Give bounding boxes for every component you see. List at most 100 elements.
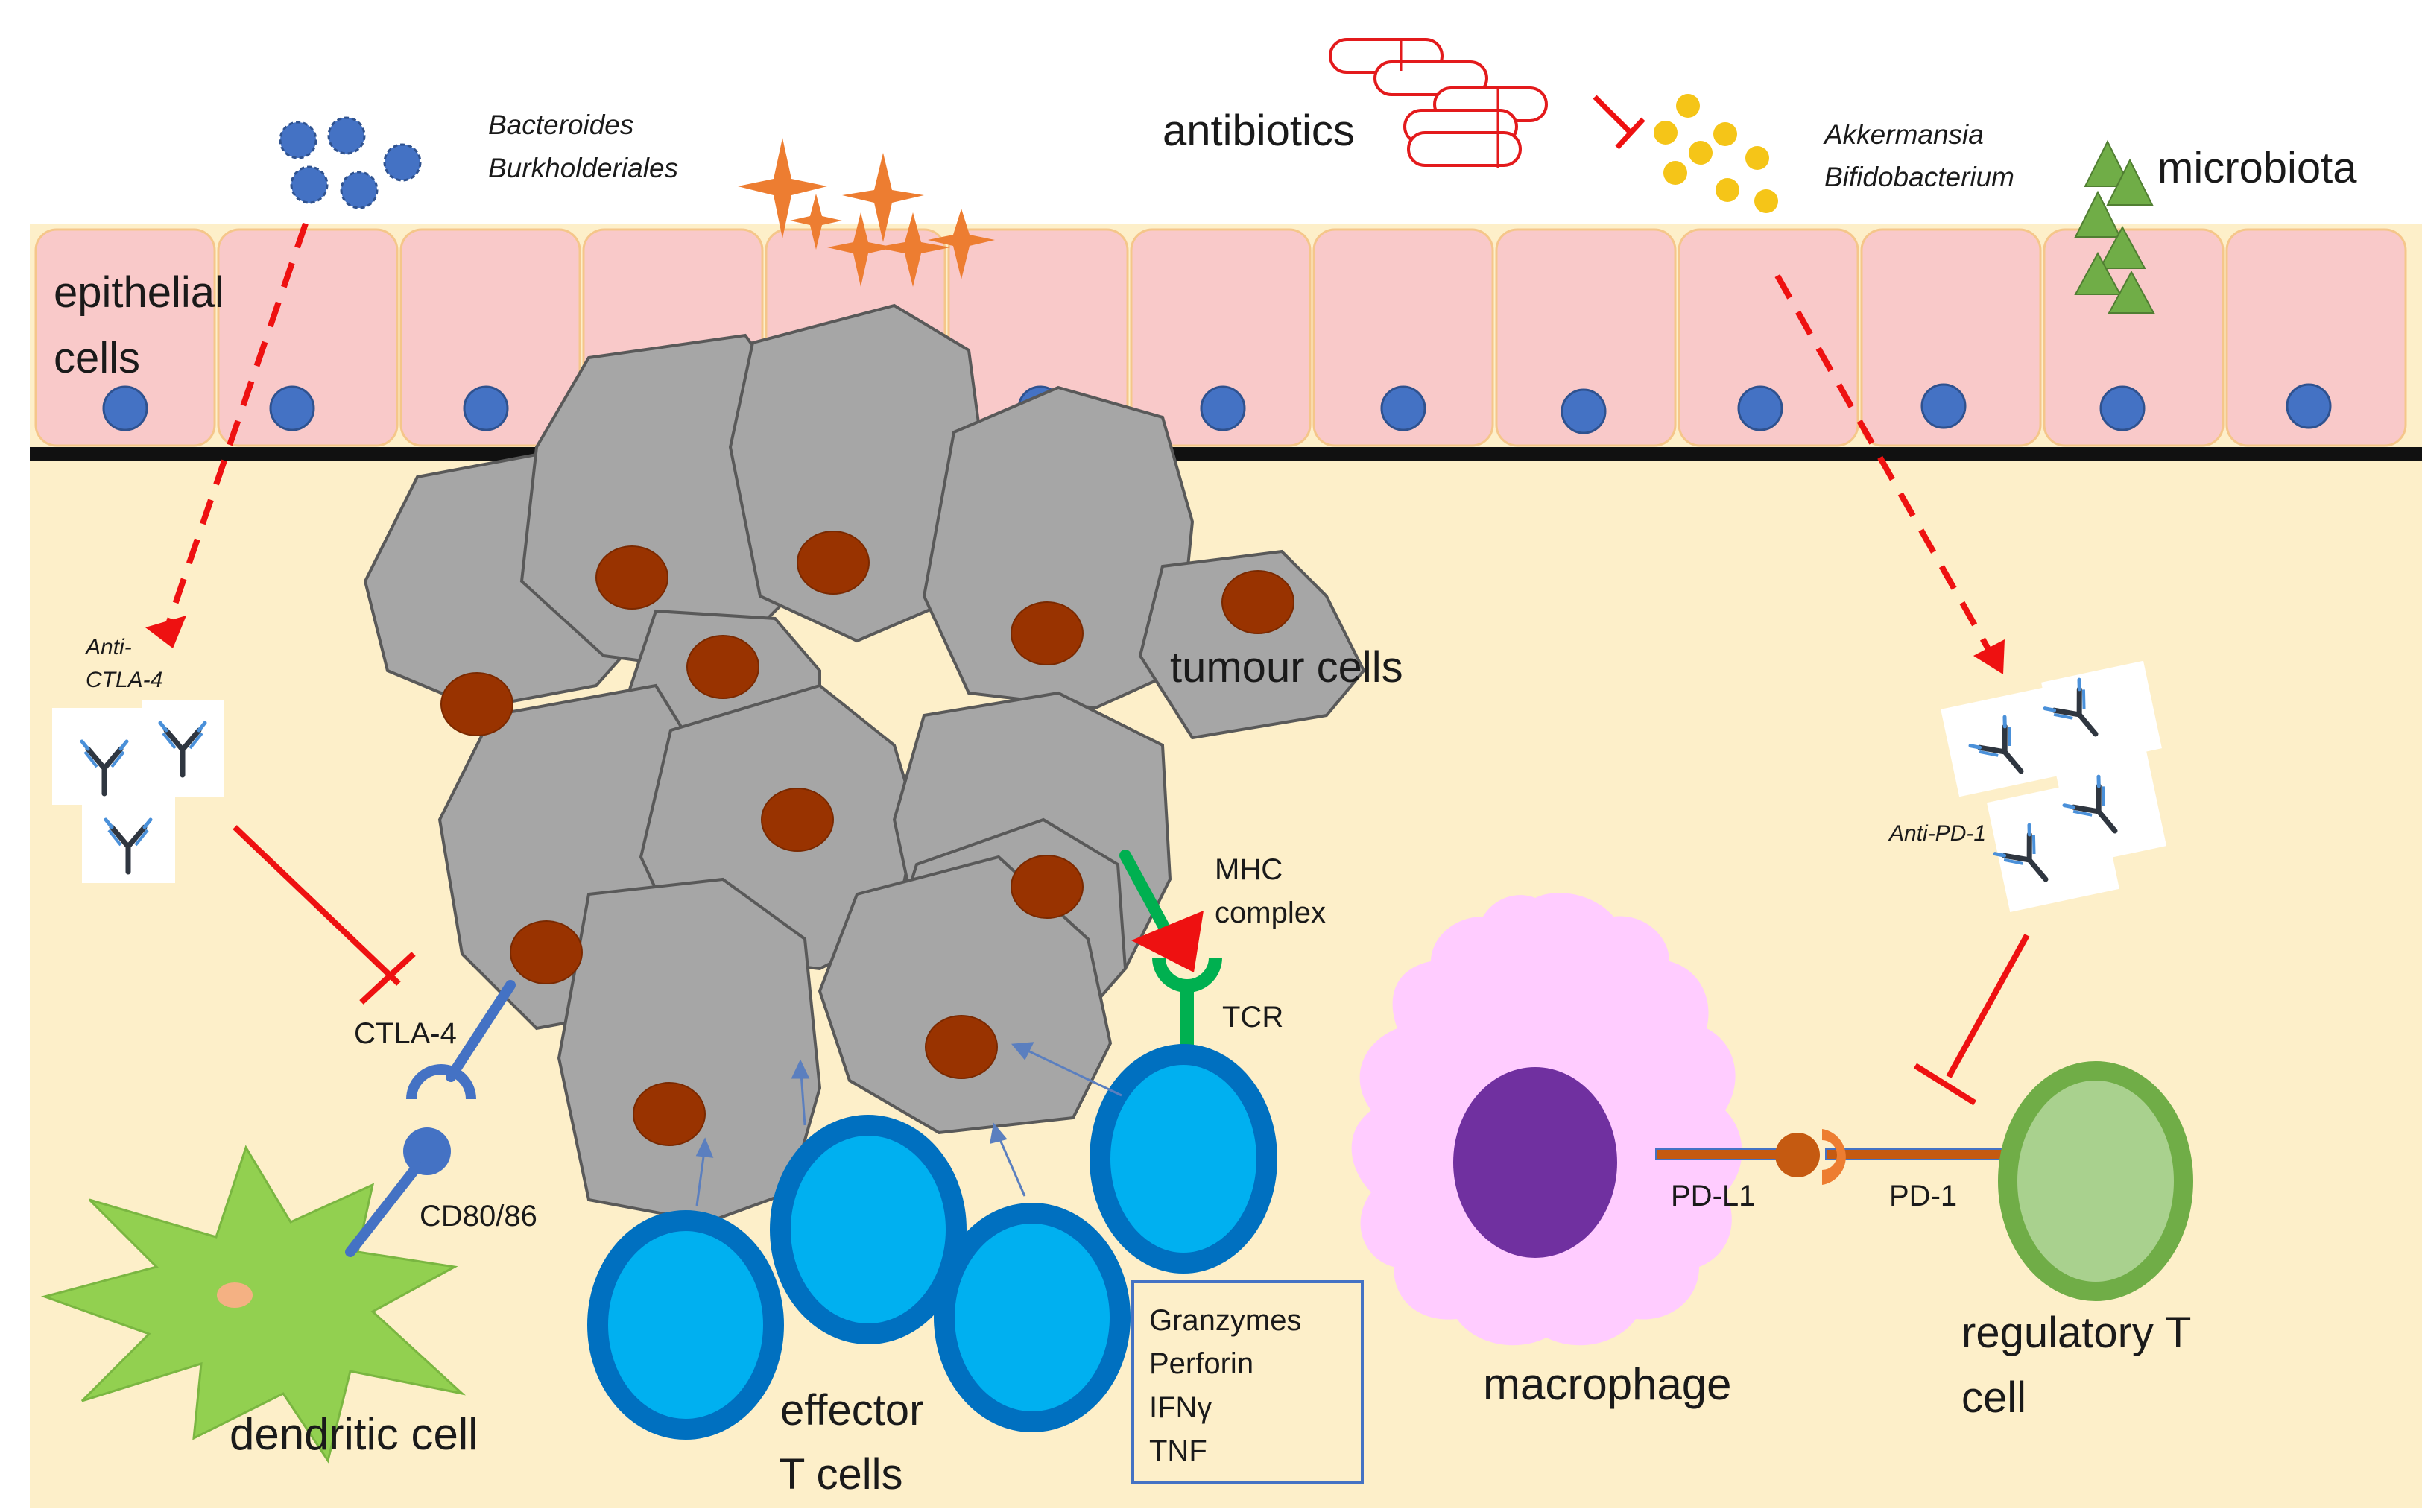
epithelial-cells-label-line2: cells <box>54 334 140 382</box>
epithelial-nucleus <box>102 385 148 431</box>
epithelial-nucleus <box>1737 385 1783 431</box>
dendritic-nucleus <box>217 1282 253 1308</box>
anti-pd1-antibodies <box>1941 660 2167 912</box>
mhc-triangle <box>1131 911 1204 972</box>
tumour-nucleus <box>761 788 834 852</box>
ctla4-inhibition-line <box>233 825 401 986</box>
yellow-dot <box>1713 122 1737 146</box>
cytotoxic-arrowhead <box>695 1137 714 1158</box>
green-triangle <box>2106 158 2154 206</box>
orange-star <box>842 153 924 242</box>
bacteroides-cell <box>340 171 379 209</box>
bacteroides-cell <box>290 165 329 204</box>
pd-1-stalk <box>1825 1148 2009 1160</box>
orange-star <box>928 209 995 279</box>
epithelial-nucleus <box>2286 383 2332 429</box>
tumour-nucleus <box>797 531 870 595</box>
epithelial-nucleus <box>269 385 315 431</box>
tcr-label: TCR <box>1222 1001 1283 1034</box>
cytokine-tnf: TNF <box>1149 1434 1207 1467</box>
tumour-cell <box>1138 549 1366 740</box>
tumour-nucleus <box>633 1082 706 1146</box>
orange-star <box>827 212 894 287</box>
yellow-dot <box>1676 94 1700 118</box>
t-cell <box>1090 1044 1277 1274</box>
regulatory-t-cell-label-line1: regulatory T <box>1961 1309 2191 1357</box>
microbiota-label: microbiota <box>2157 144 2357 192</box>
epithelial-cell <box>1130 228 1312 447</box>
epithelial-cell <box>34 228 216 447</box>
dashed-arrow-right <box>1774 274 1994 656</box>
antibiotics-pills <box>1329 38 1548 168</box>
dashed-arrow-left-head <box>145 616 186 648</box>
ctla4-inhibition-bar <box>359 952 416 1005</box>
tcr-cup <box>1152 957 1222 993</box>
green-triangle <box>2084 139 2131 187</box>
cytotoxic-arrows <box>695 1042 1122 1206</box>
tumour-nucleus <box>440 672 513 736</box>
bacteroides-label: Bacteroides <box>488 110 633 140</box>
epithelial-nucleus <box>2099 385 2146 431</box>
tumour-nucleus <box>1011 601 1084 665</box>
antibiotics-inhibition-bar <box>1615 117 1645 150</box>
mhc-stalk <box>1119 850 1174 941</box>
epithelial-cell <box>1495 228 1677 447</box>
bacteroides-blobs <box>279 116 422 209</box>
t-cell <box>934 1203 1131 1432</box>
cytokine-box <box>1131 1280 1364 1484</box>
cytotoxic-arrowhead <box>791 1059 810 1079</box>
pd-1-label: PD-1 <box>1889 1180 1957 1212</box>
akkermansia-dots <box>1654 94 1778 213</box>
dendritic-cell-label: dendritic cell <box>230 1409 478 1459</box>
green-triangle <box>2108 270 2155 314</box>
tumour-cells-label: tumour cells <box>1170 643 1403 692</box>
ctla4-label: CTLA-4 <box>354 1017 457 1050</box>
antibody-card <box>2055 750 2167 866</box>
epithelial-cells-label-line1: epithelial <box>54 268 224 317</box>
epithelial-cell <box>217 228 399 447</box>
effector-t-cells <box>587 1044 1277 1440</box>
tumour-nucleus <box>925 1015 998 1079</box>
dashed-arrow-left <box>165 222 309 627</box>
green-triangle <box>2074 251 2122 295</box>
bifidobacterium-label: Bifidobacterium <box>1824 162 2014 192</box>
macrophage-nucleus <box>1453 1067 1617 1258</box>
cytotoxic-arrow <box>800 1072 806 1126</box>
epithelial-cell <box>1678 228 1859 447</box>
epithelial-cell <box>1860 228 2042 447</box>
cytokine-granzymes: Granzymes <box>1149 1304 1302 1337</box>
pd1-inhibition-bar <box>1913 1063 1977 1106</box>
cytokine-ifng: IFNγ <box>1149 1391 1212 1424</box>
akkermansia-label: Akkermansia <box>1823 119 1984 150</box>
anti-ctla4-antibodies <box>52 700 224 883</box>
orange-star <box>790 194 842 250</box>
effector-t-cells-label-line1: effector <box>780 1386 923 1434</box>
orange-star <box>738 138 827 238</box>
antibody-card <box>52 708 149 805</box>
tumour-cell <box>557 877 822 1224</box>
epithelial-nucleus <box>1380 385 1426 431</box>
yellow-dot <box>1754 189 1778 213</box>
bacteroides-cell <box>383 143 422 182</box>
antibiotics-label: antibiotics <box>1163 107 1355 155</box>
pd-1-receptor-cup <box>1822 1129 1846 1185</box>
pd1-inhibition-line <box>1946 934 2030 1078</box>
tumour-nucleus <box>686 635 759 699</box>
cytokine-perforin: Perforin <box>1149 1347 1253 1380</box>
yellow-dot <box>1654 121 1678 145</box>
dendritic-cell <box>40 1145 466 1464</box>
tumour-nucleus <box>1011 855 1084 919</box>
tumour-cluster <box>363 303 1366 1224</box>
tumour-nucleus <box>1221 570 1294 634</box>
yellow-dot <box>1716 178 1739 202</box>
tumour-nuclei <box>440 531 1294 1146</box>
mhc-complex-label-line2: complex <box>1215 896 1326 929</box>
epithelial-cell <box>399 228 581 447</box>
antibody-card <box>2041 660 2162 771</box>
cd80-86-stalk <box>345 1161 423 1257</box>
epithelial-cell <box>1312 228 1494 447</box>
regulatory-t-cell-label-line2: cell <box>1961 1373 2026 1422</box>
burkholderiales-stars <box>738 138 995 287</box>
green-triangle <box>2074 190 2122 238</box>
